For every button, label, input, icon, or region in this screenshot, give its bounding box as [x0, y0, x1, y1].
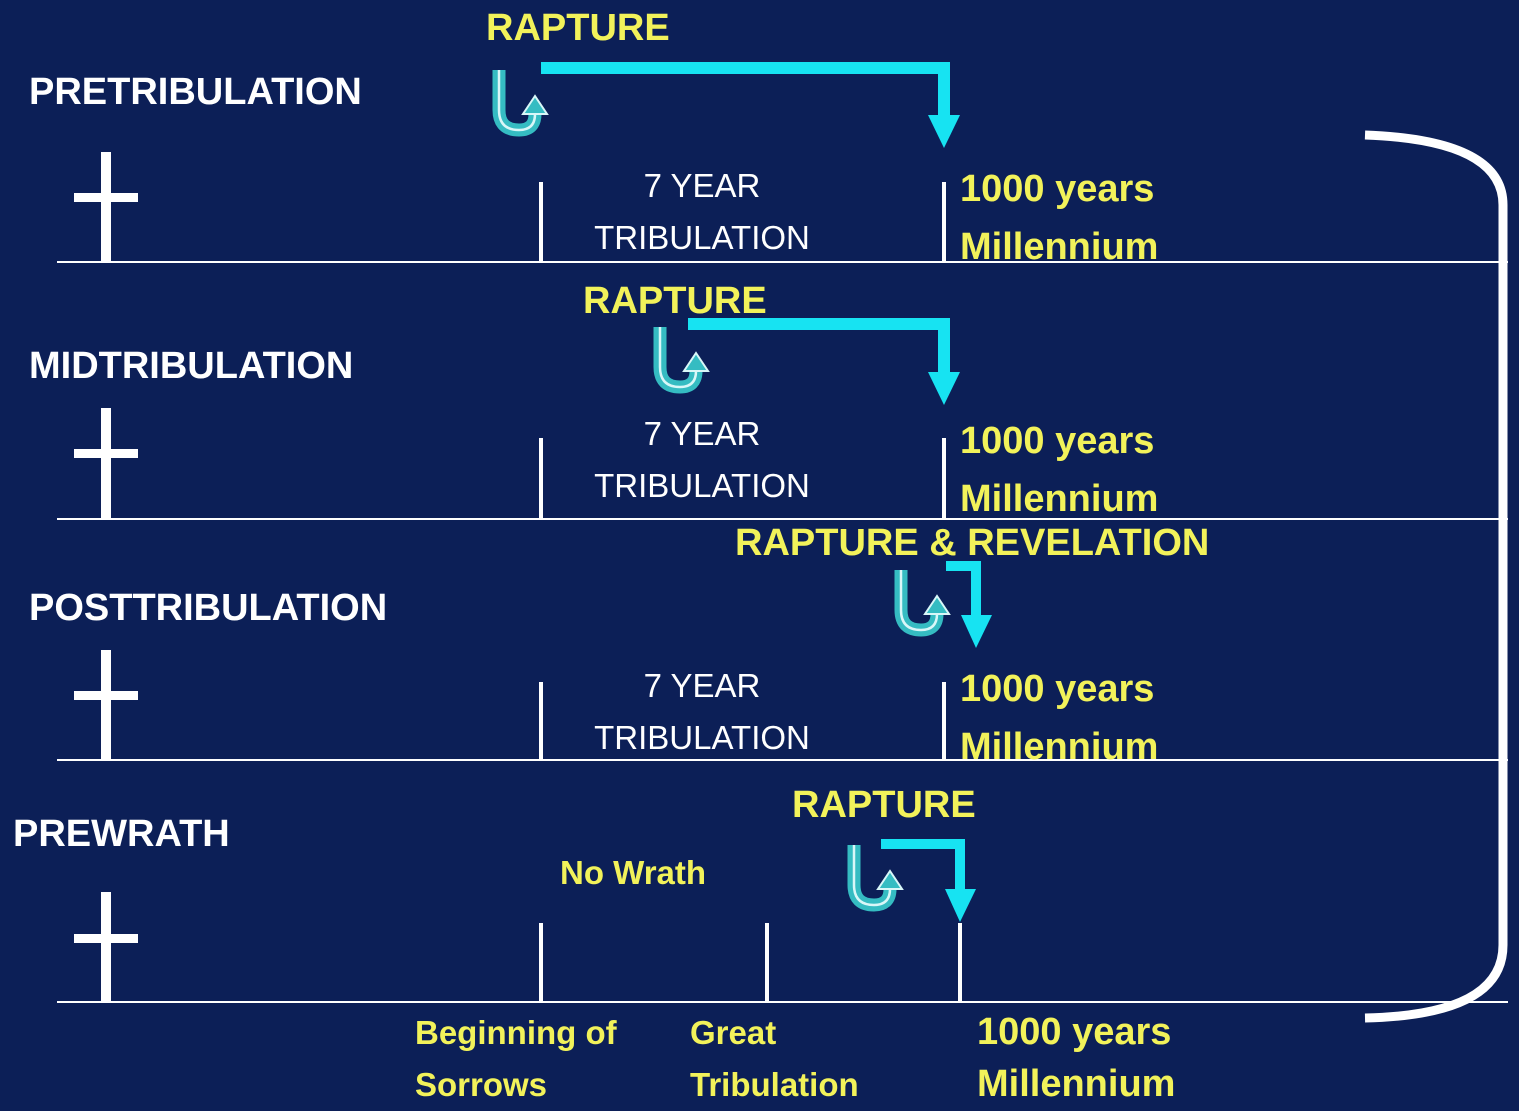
rapture-hook-icon	[660, 327, 708, 387]
row-prewrath-graphics	[57, 839, 1508, 1003]
return-arrow-icon	[541, 62, 960, 148]
millennium-line2: Millennium	[960, 726, 1159, 768]
millennium-line2: Millennium	[960, 478, 1159, 520]
row-posttribulation-graphics	[57, 561, 1508, 761]
beginning-line2: Sorrows	[415, 1066, 548, 1103]
millennium-label: 1000 years Millennium	[960, 412, 1158, 528]
millennium-line1: 1000 years	[960, 168, 1155, 210]
cross-icon	[74, 152, 138, 262]
great-tribulation-label: Great Tribulation	[690, 1007, 859, 1111]
tribulation-line2: TRIBULATION	[594, 719, 810, 756]
millennium-line1: 1000 years	[977, 1011, 1172, 1053]
return-arrow-icon	[688, 318, 960, 405]
rapture-label: RAPTURE	[486, 7, 670, 49]
return-arrow-icon	[881, 839, 976, 922]
tribulation-label: 7 YEAR TRIBULATION	[552, 408, 852, 512]
beginning-of-sorrows-label: Beginning of Sorrows	[415, 1007, 617, 1111]
rapture-label: RAPTURE	[583, 280, 767, 322]
view-title-pretribulation: PRETRIBULATION	[29, 71, 362, 113]
great-line1: Great	[690, 1014, 777, 1051]
great-line2: Tribulation	[690, 1066, 859, 1103]
tribulation-line1: 7 YEAR	[643, 415, 761, 452]
view-title-midtribulation: MIDTRIBULATION	[29, 345, 354, 387]
view-title-prewrath: PREWRATH	[13, 813, 230, 855]
millennium-line1: 1000 years	[960, 668, 1155, 710]
no-wrath-label: No Wrath	[560, 854, 707, 891]
tribulation-line1: 7 YEAR	[643, 167, 761, 204]
rapture-revelation-label: RAPTURE & REVELATION	[735, 522, 1210, 564]
rapture-label: RAPTURE	[792, 784, 976, 826]
row-pretribulation-graphics	[57, 62, 1508, 263]
millennium-label: 1000 years Millennium	[977, 1006, 1175, 1110]
rapture-hook-icon	[499, 70, 547, 130]
cross-icon	[74, 408, 138, 519]
tribulation-line2: TRIBULATION	[594, 219, 810, 256]
millennium-label: 1000 years Millennium	[960, 160, 1158, 276]
row-midtribulation-graphics	[57, 318, 1508, 520]
millennium-line1: 1000 years	[960, 420, 1155, 462]
millennium-line2: Millennium	[960, 226, 1159, 268]
tribulation-line2: TRIBULATION	[594, 467, 810, 504]
tribulation-label: 7 YEAR TRIBULATION	[552, 160, 852, 264]
bracket-right	[1364, 130, 1508, 1023]
cross-icon	[74, 650, 138, 760]
millennium-line2: Millennium	[977, 1063, 1176, 1105]
cross-icon	[74, 892, 138, 1002]
millennium-label: 1000 years Millennium	[960, 660, 1158, 776]
tribulation-line1: 7 YEAR	[643, 667, 761, 704]
beginning-line1: Beginning of	[415, 1014, 617, 1051]
return-arrow-icon	[946, 561, 992, 648]
tribulation-label: 7 YEAR TRIBULATION	[552, 660, 852, 764]
rapture-hook-icon	[901, 570, 949, 630]
rapture-hook-icon	[854, 845, 902, 905]
view-title-posttribulation: POSTTRIBULATION	[29, 587, 388, 629]
